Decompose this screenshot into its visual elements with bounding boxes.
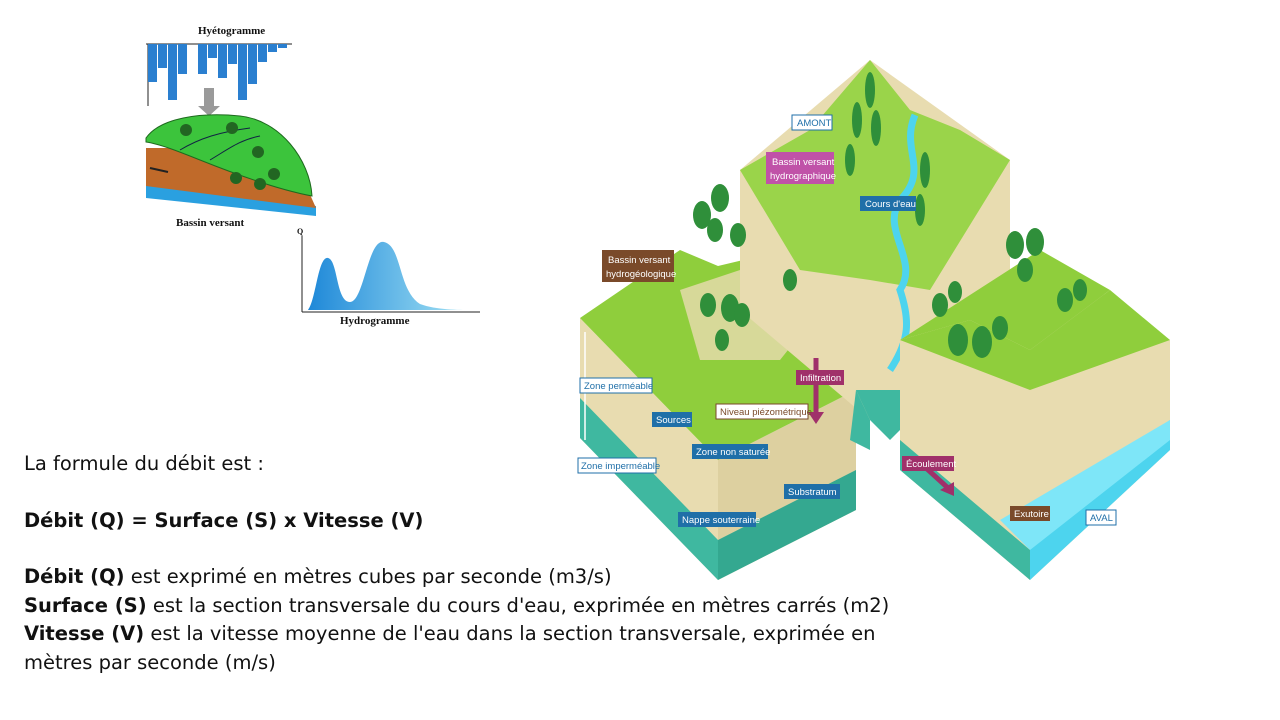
central-mountain xyxy=(740,60,1010,290)
intro-line: La formule du débit est : xyxy=(24,452,264,475)
basin-caption: Bassin versant xyxy=(176,217,244,229)
label-infiltration: Infiltration xyxy=(800,373,841,384)
formula-line: Débit (Q) = Surface (S) x Vitesse (V) xyxy=(24,508,424,532)
label-zone-non-saturee: Zone non saturée xyxy=(696,447,770,458)
hydrology-figure: Hyétogramme xyxy=(145,25,480,327)
label-cours-eau: Cours d'eau xyxy=(865,199,916,210)
ecoulement-arrow-icon xyxy=(940,482,954,496)
label-sources: Sources xyxy=(656,415,691,426)
label-zone-impermeable: Zone imperméable xyxy=(581,461,660,472)
formula-text: La formule du débit est : Débit (Q) = Su… xyxy=(24,450,904,677)
label-nappe-souterraine: Nappe souterraine xyxy=(682,515,760,526)
label-zone-permeable: Zone perméable xyxy=(584,381,653,392)
definition-surface: Surface (S) est la section transversale … xyxy=(24,593,890,617)
label-aval: AVAL xyxy=(1090,513,1113,524)
label-bassin-hydrogeologique-1: Bassin versant xyxy=(608,255,671,266)
infiltration-arrow-icon xyxy=(808,412,824,424)
label-niveau-piezometrique: Niveau piézométrique xyxy=(720,407,812,418)
label-bassin-hydrogeologique-2: hydrogéologique xyxy=(606,269,676,280)
label-bassin-hydrographique-1: Bassin versant xyxy=(772,157,835,168)
label-amont: AMONT xyxy=(797,118,832,129)
hydrogram-curve xyxy=(308,241,470,310)
label-exutoire: Exutoire xyxy=(1014,509,1049,520)
arrow-down-icon xyxy=(198,88,220,116)
hyetogram-title: Hyétogramme xyxy=(198,25,265,37)
river xyxy=(887,113,919,372)
hydrogram-title: Hydrogramme xyxy=(340,315,410,327)
watershed-block-diagram: AMONT Bassin versant hydrographique Cour… xyxy=(577,60,1170,580)
hyetogram-bars xyxy=(148,44,287,100)
definition-vitesse: Vitesse (V) est la vitesse moyenne de l'… xyxy=(24,622,876,674)
hydrogram-q-label: Q xyxy=(297,227,303,236)
definition-debit: Débit (Q) est exprimé en mètres cubes pa… xyxy=(24,565,612,588)
label-bassin-hydrographique-2: hydrographique xyxy=(770,171,836,182)
label-substratum: Substratum xyxy=(788,487,837,498)
basin-illustration xyxy=(145,114,316,216)
label-ecoulement: Écoulement xyxy=(906,459,957,470)
trees xyxy=(693,72,1087,358)
